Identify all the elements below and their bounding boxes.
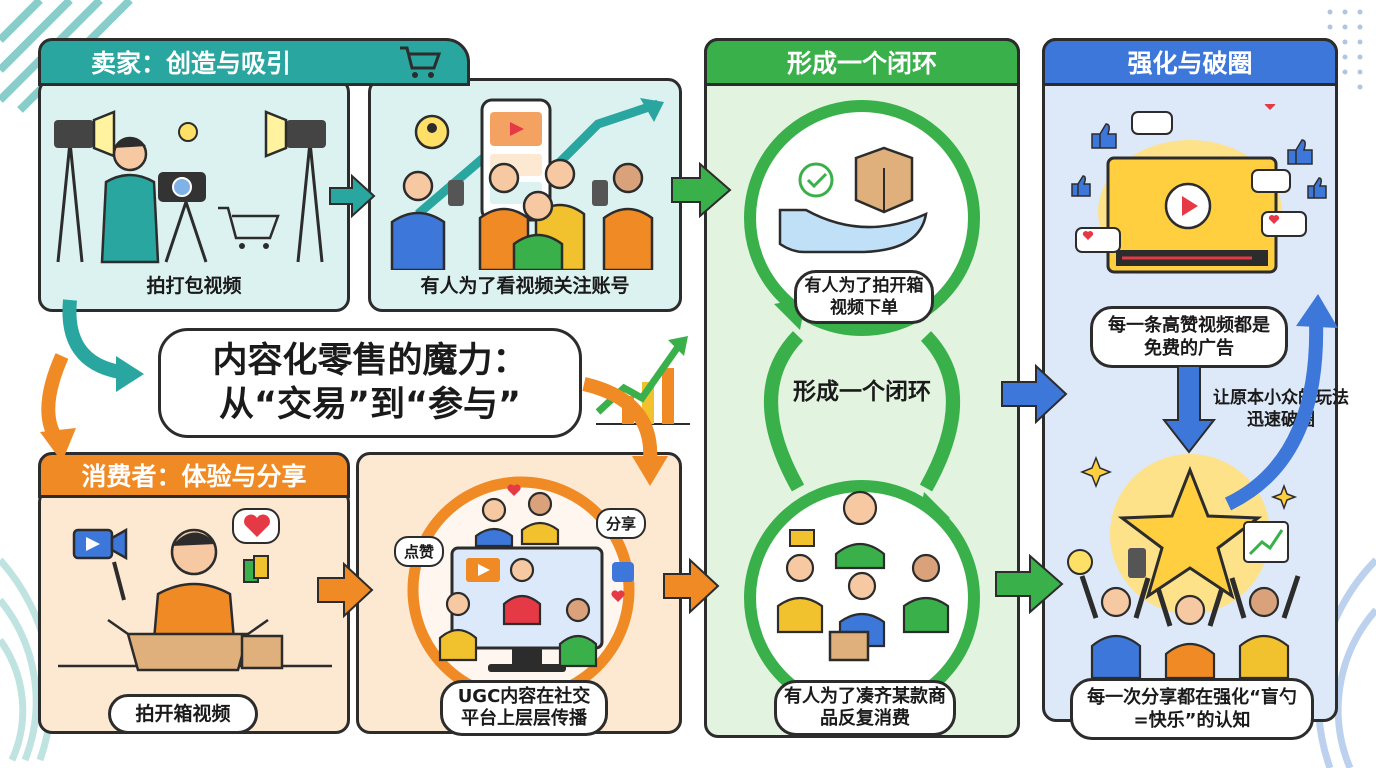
arrow-consumer-to-loop (663, 557, 720, 615)
arrow-loop-to-breakout-mid (1001, 363, 1068, 425)
breakout-reinforce-label: 每一次分享都在强化“盲勺=快乐”的认知 (1070, 678, 1314, 740)
loop-center-label: 形成一个闭环 (793, 379, 931, 405)
breakout-header: 强化与破圈 (1042, 38, 1338, 86)
filming-illustration (54, 110, 326, 264)
arrow-celebration-to-ad (1224, 319, 1324, 511)
share-tag: 分享 (596, 508, 647, 539)
heart-icon (244, 514, 270, 537)
like-tag: 点赞 (394, 536, 445, 567)
loop-top-label: 有人为了拍开箱视频下单 (794, 270, 934, 324)
unboxing-illustration (58, 527, 332, 672)
arrow-seller-1-to-2 (329, 173, 376, 219)
seller-header: 卖家：创造与吸引 (38, 38, 470, 86)
consumer-header: 消费者：体验与分享 (38, 452, 350, 498)
celebration-illustration (1067, 454, 1301, 678)
arrow-ad-to-celebration (1161, 365, 1217, 454)
seller-step2-label: 有人为了看视频关注账号 (420, 275, 630, 297)
loop-header: 形成一个闭环 (704, 38, 1020, 86)
loop-bottom-label: 有人为了凑齐某款商品反复消费 (774, 680, 956, 736)
ugc-spread-illustration (407, 476, 635, 704)
page-title-line1: 内容化零售的魔力： (212, 341, 528, 381)
arrow-seller-to-consumer (41, 353, 69, 442)
consumer-step1-label: 拍开箱视频 (108, 694, 258, 734)
page-title: 内容化零售的魔力： 从“交易”到“参与” (158, 328, 582, 438)
arrow-consumer-1-to-2 (317, 561, 374, 619)
breakout-ad-label: 每一条高赞视频都是免费的广告 (1090, 306, 1288, 368)
consumer-step2-label: UGC内容在社交平台上层层传播 (440, 680, 608, 736)
cart-icon (400, 46, 442, 78)
arrow-title-to-consumer2 (582, 377, 658, 461)
arrow-seller-to-title (62, 299, 122, 379)
seller-step1-label: 拍打包视频 (146, 275, 242, 297)
arrow-seller-to-loop (671, 161, 732, 219)
heart-bubble (232, 508, 280, 544)
viral-video-illustration (1071, 104, 1327, 274)
page-title-line2: 从“交易”到“参与” (218, 385, 521, 425)
followers-illustration (390, 98, 664, 270)
arrow-loop-to-breakout (995, 553, 1064, 615)
